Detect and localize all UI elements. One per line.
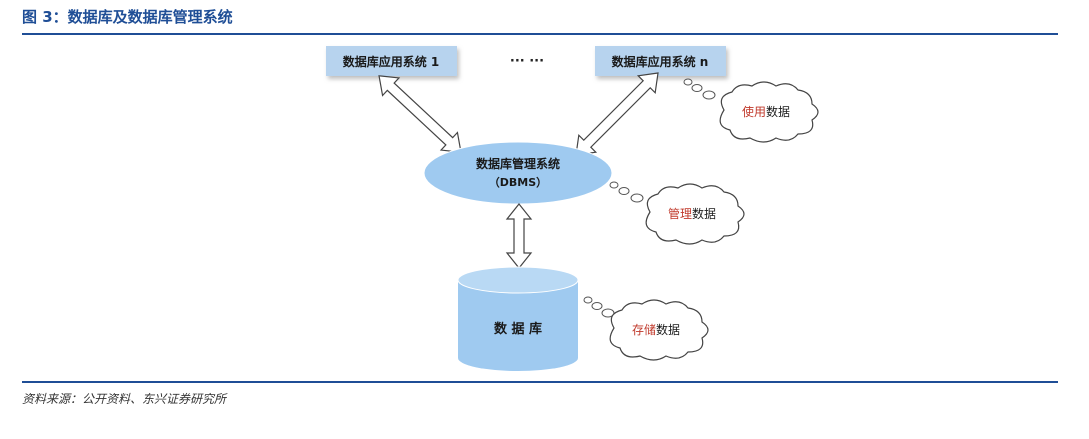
arrow-appn-dbms [575, 72, 659, 156]
arrow-app1-dbms [378, 75, 462, 153]
cloud-use-highlight: 使用 [742, 104, 766, 119]
database-cylinder: 数 据 库 [457, 266, 579, 371]
ellipsis-text: ··· ··· [510, 54, 544, 69]
app-box-n-label: 数据库应用系统 n [612, 54, 709, 69]
bottom-rule [22, 381, 1058, 383]
top-rule [22, 33, 1058, 35]
svg-text:存储数据: 存储数据 [632, 322, 680, 337]
dbms-label-line1: 数据库管理系统 [476, 156, 560, 171]
cloud-store-data: 存储数据 [583, 296, 709, 361]
dbms-ellipse: 数据库管理系统 （DBMS） [423, 141, 613, 205]
app-box-1-label: 数据库应用系统 1 [343, 54, 440, 69]
database-label: 数 据 库 [494, 321, 542, 337]
figure-title: 图 3：数据库及数据库管理系统 [22, 8, 233, 26]
cloud-manage-highlight: 管理 [668, 206, 692, 221]
cloud-store-highlight: 存储 [632, 322, 656, 337]
svg-text:使用数据: 使用数据 [742, 104, 790, 119]
arrow-dbms-database [505, 203, 533, 269]
app-box-1: 数据库应用系统 1 [326, 46, 457, 76]
source-note: 资料来源：公开资料、东兴证券研究所 [22, 392, 227, 406]
cloud-store-rest: 数据 [656, 322, 680, 337]
app-box-n: 数据库应用系统 n [595, 46, 726, 76]
cloud-use-rest: 数据 [766, 104, 790, 119]
cloud-manage-rest: 数据 [692, 206, 716, 221]
cloud-use-data: 使用数据 [683, 78, 819, 143]
dbms-label-line2: （DBMS） [489, 176, 547, 189]
cloud-manage-data: 管理数据 [609, 181, 745, 245]
svg-text:管理数据: 管理数据 [668, 206, 716, 221]
